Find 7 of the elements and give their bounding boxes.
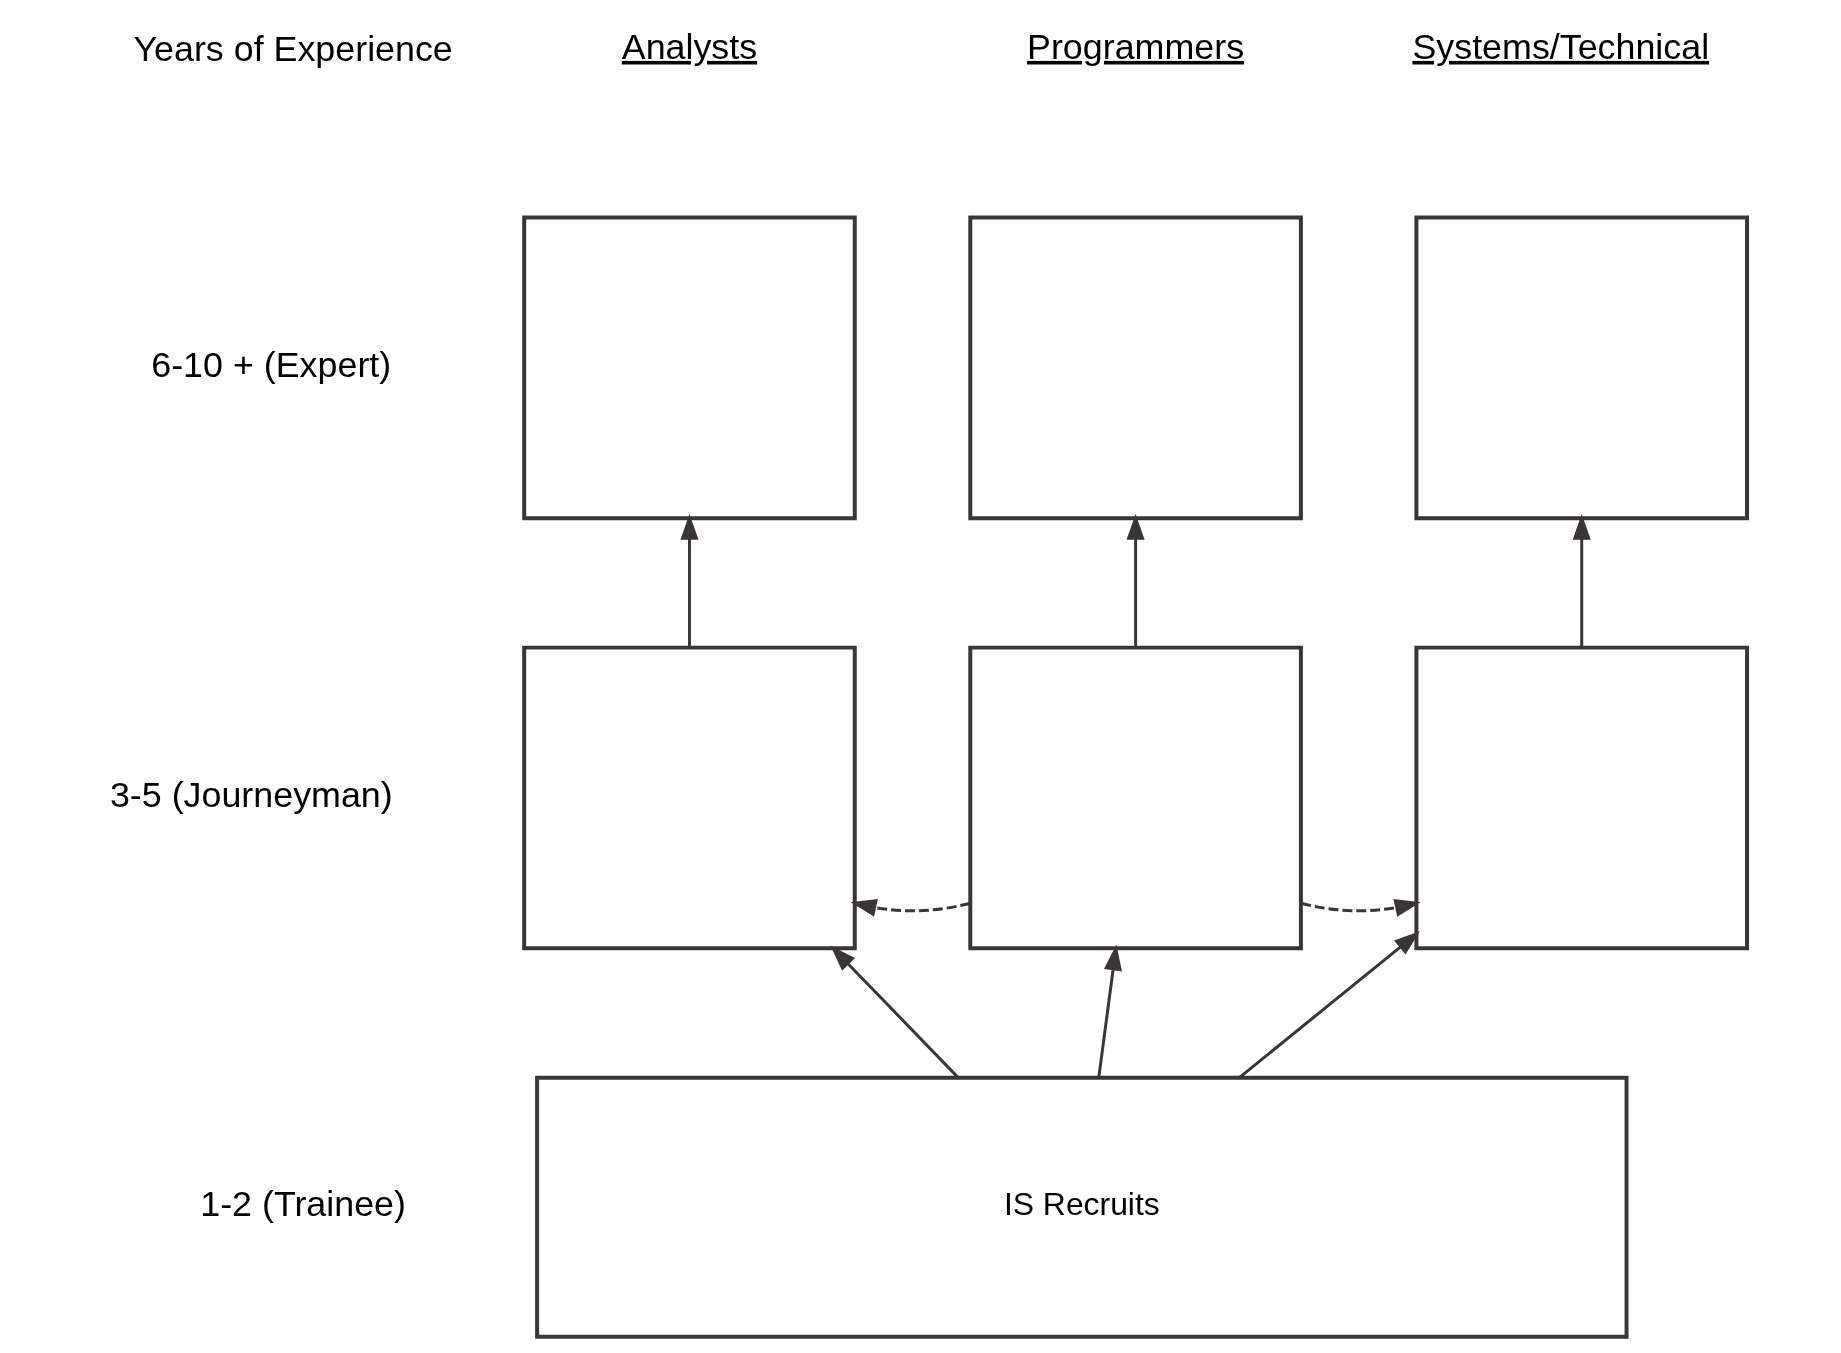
label: 1-2 (Trainee) [199,1184,406,1225]
label: Years of Experience [132,28,453,69]
label: 3-5 (Journeyman) [109,774,393,815]
label: 6-10 + (Expert) [150,344,391,385]
label: Programmers [1026,26,1244,67]
label: Systems/Technical [1411,26,1709,67]
label: Analysts [621,26,757,67]
